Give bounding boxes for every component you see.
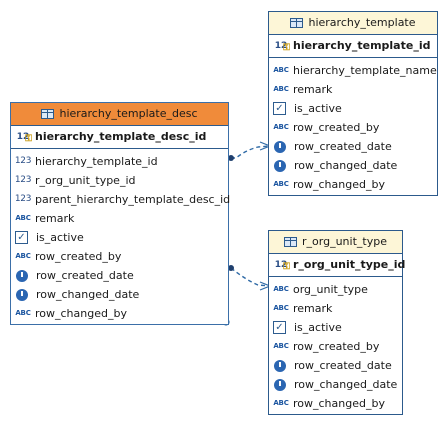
attribute-label: row_created_date xyxy=(36,269,134,282)
attribute-row[interactable]: ABC row_created_by xyxy=(269,337,402,356)
entity-hierarchy-template[interactable]: hierarchy_template 12⚿ hierarchy_templat… xyxy=(268,11,438,196)
abc-icon: ABC xyxy=(273,85,289,93)
abc-icon: ABC xyxy=(273,180,289,188)
attribute-label: remark xyxy=(293,302,333,315)
attribute-label: remark xyxy=(293,83,333,96)
abc-icon: ABC xyxy=(15,309,31,317)
checkbox-icon: ✓ xyxy=(273,102,286,115)
primary-key-icon: 12⚿ xyxy=(274,41,290,53)
clock-icon xyxy=(274,159,286,172)
attribute-row[interactable]: row_created_date xyxy=(269,137,437,156)
attribute-label: org_unit_type xyxy=(293,283,368,296)
abc-icon: ABC xyxy=(15,252,31,260)
primary-key-row[interactable]: 12⚿ hierarchy_template_id xyxy=(269,35,437,58)
abc-icon: ABC xyxy=(273,66,289,74)
attribute-label: r_org_unit_type_id xyxy=(35,174,136,187)
attribute-label: row_changed_date xyxy=(294,378,398,391)
attribute-label: parent_hierarchy_template_desc_id xyxy=(35,193,231,206)
attribute-label: row_changed_by xyxy=(293,178,385,191)
primary-key-label: r_org_unit_type_id xyxy=(293,258,406,271)
attribute-row[interactable]: row_created_date xyxy=(269,356,402,375)
checkbox-icon: ✓ xyxy=(273,321,286,334)
number-icon: 123 xyxy=(14,156,32,166)
attribute-label: row_created_by xyxy=(293,340,380,353)
attribute-label: row_changed_date xyxy=(36,288,140,301)
primary-key-row[interactable]: 12⚿ hierarchy_template_desc_id xyxy=(11,126,228,149)
attribute-row[interactable]: ✓ is_active xyxy=(269,318,402,337)
attribute-row[interactable]: ✓ is_active xyxy=(11,228,228,247)
entity-hierarchy-template-desc[interactable]: hierarchy_template_desc 12⚿ hierarchy_te… xyxy=(10,102,231,325)
number-icon: 123 xyxy=(14,175,32,185)
clock-icon xyxy=(274,140,286,153)
primary-key-icon: 12⚿ xyxy=(16,132,32,144)
entity-header[interactable]: r_org_unit_type xyxy=(269,231,402,254)
attribute-label: row_changed_date xyxy=(294,159,398,172)
attribute-row[interactable]: ABC org_unit_type xyxy=(269,280,402,299)
table-icon xyxy=(284,237,298,247)
primary-key-row[interactable]: 12⚿ r_org_unit_type_id xyxy=(269,254,406,277)
attribute-row[interactable]: row_changed_date xyxy=(269,375,402,394)
primary-key-label: hierarchy_template_id xyxy=(293,39,431,52)
attribute-label: remark xyxy=(35,212,75,225)
attribute-label: row_created_date xyxy=(294,140,392,153)
clock-icon xyxy=(16,288,28,301)
relation-desc-to-org-unit-type[interactable] xyxy=(230,267,271,287)
attribute-label: row_created_date xyxy=(294,359,392,372)
attribute-row[interactable]: ABC hierarchy_template_name xyxy=(269,61,437,80)
attribute-label: row_created_by xyxy=(35,250,122,263)
table-icon xyxy=(290,18,304,28)
attribute-label: row_changed_by xyxy=(35,307,127,320)
attribute-label: hierarchy_template_id xyxy=(35,155,158,168)
attribute-row[interactable]: ABC remark xyxy=(11,209,228,228)
entity-title: r_org_unit_type xyxy=(302,235,387,248)
primary-key-label: hierarchy_template_desc_id xyxy=(35,130,207,143)
checkbox-icon: ✓ xyxy=(15,231,28,244)
primary-key-icon: 12⚿ xyxy=(274,260,290,272)
attribute-row[interactable]: row_changed_date xyxy=(11,285,228,304)
abc-icon: ABC xyxy=(273,285,289,293)
abc-icon: ABC xyxy=(15,214,31,222)
table-icon xyxy=(41,109,55,119)
attribute-row[interactable]: ABC remark xyxy=(269,299,402,318)
entity-title: hierarchy_template xyxy=(308,16,416,29)
attribute-row[interactable]: ABC row_changed_by xyxy=(269,175,437,194)
attribute-row[interactable]: ABC row_created_by xyxy=(11,247,228,266)
entity-title: hierarchy_template_desc xyxy=(59,107,198,120)
attribute-row[interactable]: row_changed_date xyxy=(269,156,437,175)
attribute-label: is_active xyxy=(36,231,84,244)
entity-header[interactable]: hierarchy_template xyxy=(269,12,437,35)
attribute-row[interactable]: ABC row_created_by xyxy=(269,118,437,137)
attribute-label: is_active xyxy=(294,321,342,334)
attribute-row[interactable]: ABC remark xyxy=(269,80,437,99)
attribute-label: is_active xyxy=(294,102,342,115)
entity-header[interactable]: hierarchy_template_desc xyxy=(11,103,228,126)
abc-icon: ABC xyxy=(273,342,289,350)
abc-icon: ABC xyxy=(273,123,289,131)
entity-r-org-unit-type[interactable]: r_org_unit_type 12⚿ r_org_unit_type_id A… xyxy=(268,230,406,415)
relation-desc-to-template[interactable] xyxy=(231,145,271,159)
attribute-row[interactable]: ABC row_changed_by xyxy=(11,304,228,323)
number-icon: 123 xyxy=(14,194,32,204)
clock-icon xyxy=(274,359,286,372)
attribute-label: row_created_by xyxy=(293,121,380,134)
attribute-row[interactable]: ✓ is_active xyxy=(269,99,437,118)
clock-icon xyxy=(16,269,28,282)
abc-icon: ABC xyxy=(273,304,289,312)
attribute-row[interactable]: row_created_date xyxy=(11,266,228,285)
abc-icon: ABC xyxy=(273,399,289,407)
attribute-row[interactable]: ABC row_changed_by xyxy=(269,394,402,413)
attribute-label: row_changed_by xyxy=(293,397,385,410)
attribute-label: hierarchy_template_name xyxy=(293,64,437,77)
clock-icon xyxy=(274,378,286,391)
